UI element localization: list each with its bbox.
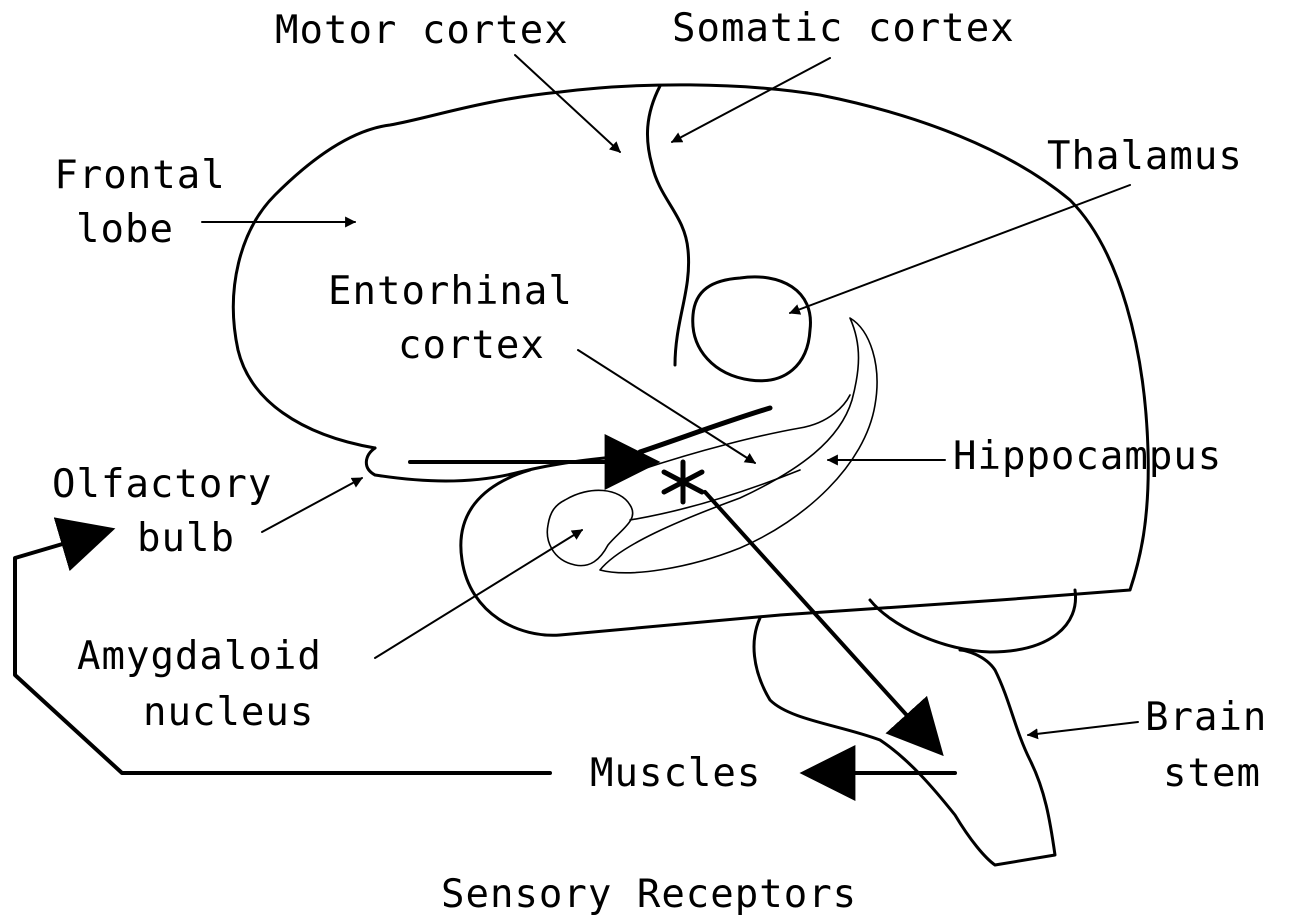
amygdaloid-nucleus-arrow: [375, 530, 582, 658]
hippocampus-inner: [640, 395, 850, 470]
frontal-lobe-label-line2: lobe: [40, 203, 210, 257]
hippocampus-label: Hippocampus: [953, 430, 1222, 484]
entorhinal-cortex-arrow: [578, 350, 755, 463]
hippocampus-shape: [600, 318, 877, 573]
thalamus-label: Thalamus: [1047, 130, 1243, 184]
motor-cortex-label: Motor cortex: [275, 4, 569, 58]
hippocampus-inner-lower: [630, 470, 800, 520]
amygdaloid-nucleus-label-line2: nucleus: [143, 686, 314, 740]
cerebellum-shape: [870, 590, 1076, 652]
thalamus-shape: [693, 277, 811, 381]
olfactory-bulb-label-line1: Olfactory: [52, 458, 272, 512]
frontal-lobe-label-line1: Frontal: [40, 149, 240, 203]
asterisk-marker: [664, 462, 702, 502]
sensory-receptors-label: Sensory Receptors: [441, 868, 857, 922]
central-sulcus: [647, 86, 688, 365]
cerebrum-outline: [233, 85, 1148, 635]
brain-stem-label-line1: Brain: [1145, 691, 1267, 745]
olfactory-bulb-label-line2: bulb: [137, 512, 235, 566]
amygdala-shape: [547, 490, 632, 565]
thalamus-arrow: [790, 185, 1130, 313]
somatic-cortex-label: Somatic cortex: [672, 2, 1015, 56]
amygdaloid-nucleus-label-line1: Amygdaloid: [77, 630, 322, 684]
olfactory-bulb-shape: [366, 448, 640, 481]
somatic-cortex-arrow: [672, 58, 830, 142]
brain-stem-arrow: [1028, 722, 1138, 735]
olfactory-bulb-arrow: [262, 478, 362, 532]
entorhinal-cortex-label-line2: cortex: [398, 319, 545, 373]
descending-pathway-arrow: [705, 492, 940, 752]
brain-stem-shape: [754, 618, 1055, 865]
entorhinal-cortex-label-line1: Entorhinal: [328, 265, 573, 319]
motor-cortex-arrow: [515, 55, 620, 152]
brain-stem-label-line2: stem: [1163, 747, 1261, 801]
muscles-label: Muscles: [590, 747, 761, 801]
